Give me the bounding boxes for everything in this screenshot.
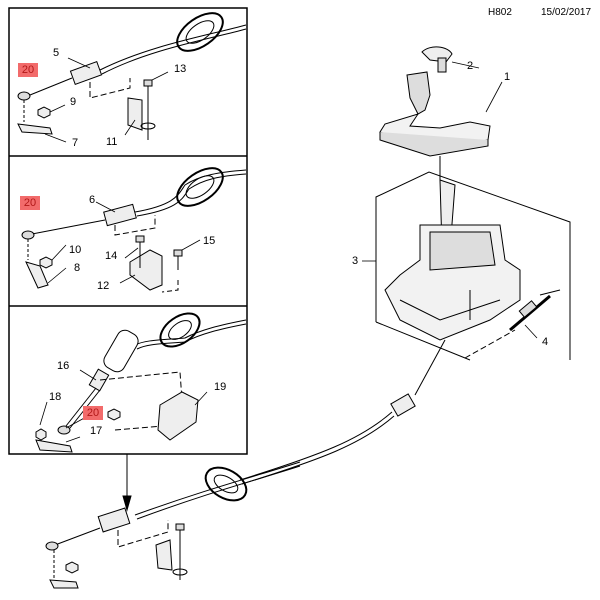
callout-5: 5 [53, 47, 60, 59]
callout-14: 14 [105, 250, 118, 262]
callout-8: 8 [74, 262, 81, 274]
shift-knob-assembly [379, 46, 491, 180]
shifter-base-box [375, 171, 571, 361]
inset-2-cable [21, 167, 247, 293]
inset-frame [8, 7, 248, 455]
part-20-badge[interactable]: 20 [18, 63, 38, 77]
callout-17: 17 [90, 425, 103, 437]
inset-3-cable [35, 312, 247, 453]
callout-2: 2 [467, 60, 474, 72]
part-20-badge[interactable]: 20 [20, 196, 40, 210]
part-20-badge[interactable]: 20 [83, 406, 103, 420]
callout-6: 6 [89, 194, 96, 206]
connector [464, 289, 561, 359]
main-shift-cable [45, 339, 446, 589]
callout-12: 12 [97, 280, 110, 292]
diagram-code: H802 [488, 7, 512, 18]
callout-15: 15 [203, 235, 216, 247]
callout-18: 18 [49, 391, 62, 403]
inset-1-cable [17, 12, 247, 140]
callout-1: 1 [504, 71, 511, 83]
down-arrow [122, 454, 132, 512]
leader-lines [39, 57, 538, 443]
callout-9: 9 [70, 96, 77, 108]
callout-13: 13 [174, 63, 187, 75]
callout-4: 4 [542, 336, 549, 348]
callout-19: 19 [214, 381, 227, 393]
diagram-date: 15/02/2017 [541, 7, 592, 18]
callout-10: 10 [69, 244, 82, 256]
callout-11: 11 [106, 136, 118, 148]
callout-3: 3 [352, 255, 359, 267]
callout-7: 7 [72, 137, 79, 149]
callout-16: 16 [57, 360, 70, 372]
